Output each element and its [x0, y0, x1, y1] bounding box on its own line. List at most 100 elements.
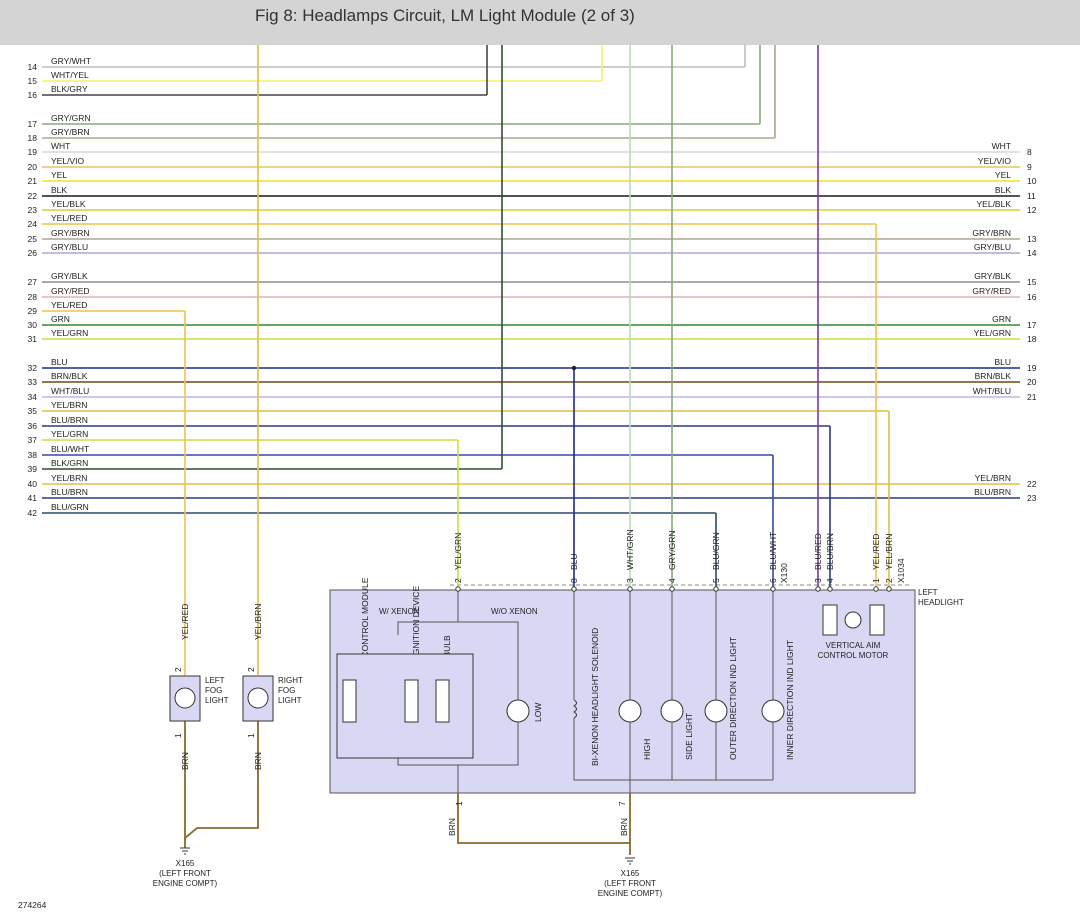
wire-num-15: 15 [28, 76, 38, 86]
wire-label-22: BLK [51, 185, 67, 195]
right-wire-num-12: 12 [1027, 205, 1037, 215]
module-title-2: HEADLIGHT [918, 598, 964, 607]
wire-num-33: 33 [28, 377, 38, 387]
right-wire-label-15: GRY/BLK [974, 271, 1011, 281]
wire-num-39: 39 [28, 464, 38, 474]
ground-desc1-1: (LEFT FRONT [604, 879, 656, 888]
wire-label-37: YEL/GRN [51, 429, 88, 439]
wire-num-34: 34 [28, 392, 38, 402]
wo-xenon-label: W/O XENON [491, 607, 538, 616]
bottom-pin7: 7 [617, 801, 627, 806]
right-wire-num-19: 19 [1027, 363, 1037, 373]
right-fog-pin-top: 2 [246, 667, 256, 672]
pin-num-6: 3 [813, 578, 823, 583]
inner-ind-label: INNER DIRECTION IND LIGHT [785, 640, 795, 760]
wire-label-27: GRY/BLK [51, 271, 88, 281]
pin-terminal [873, 586, 879, 592]
pin-num-5: 6 [768, 578, 778, 583]
right-wire-num-16: 16 [1027, 292, 1037, 302]
outer-ind-label: OUTER DIRECTION IND LIGHT [728, 637, 738, 760]
right-fog-name-3: LIGHT [278, 696, 302, 705]
control-module-rect [342, 679, 357, 723]
pin-label-2: WHT/GRN [625, 529, 635, 570]
ground-desc1-0: (LEFT FRONT [159, 869, 211, 878]
aim-motor-label-2: CONTROL MOTOR [818, 651, 889, 660]
aim-coil-right [869, 604, 885, 636]
right-fog-wire-top: YEL/BRN [253, 604, 263, 640]
pin-num-7: 4 [825, 578, 835, 583]
ground-desc2-0: ENGINE COMPT) [153, 879, 218, 888]
right-wire-num-22: 22 [1027, 479, 1037, 489]
wire-num-31: 31 [28, 334, 38, 344]
wire-num-21: 21 [28, 176, 38, 186]
right-wire-num-21: 21 [1027, 392, 1037, 402]
wire-label-30: GRN [51, 314, 70, 324]
right-wire-label-11: BLK [995, 185, 1011, 195]
right-fog-wire-bottom: BRN [253, 752, 263, 770]
left-fog-wire-top: YEL/RED [180, 604, 190, 640]
left-fog-name-1: LEFT [205, 676, 225, 685]
wire-label-18: GRY/BRN [51, 127, 90, 137]
right-wire-label-17: GRN [992, 314, 1011, 324]
wire-num-18: 18 [28, 133, 38, 143]
pin-num-4: 5 [711, 578, 721, 583]
ground-id-1: X165 [621, 869, 640, 878]
right-wire-label-8: WHT [992, 141, 1011, 151]
pin-num-9: 2 [884, 578, 894, 583]
pin-terminal [886, 586, 892, 592]
wire-group [42, 45, 1020, 855]
wire-label-15: WHT/YEL [51, 70, 89, 80]
header-bar: Fig 8: Headlamps Circuit, LM Light Modul… [0, 0, 1080, 45]
pin-terminal [815, 586, 821, 592]
pin-num-0: 2 [453, 578, 463, 583]
wire-label-17: GRY/GRN [51, 113, 91, 123]
wire-num-28: 28 [28, 292, 38, 302]
wire-label-19: WHT [51, 141, 70, 151]
wire-label-40: YEL/BRN [51, 473, 87, 483]
right-wire-label-21: WHT/BLU [973, 386, 1011, 396]
right-wire-num-18: 18 [1027, 334, 1037, 344]
right-fog-name-2: FOG [278, 686, 295, 695]
pin-terminal [669, 586, 675, 592]
wire-label-31: YEL/GRN [51, 328, 88, 338]
wire-label-36: BLU/BRN [51, 415, 88, 425]
side-light-label: SIDE LIGHT [684, 713, 694, 760]
wire-label-35: YEL/BRN [51, 400, 87, 410]
right-fog-bulb [247, 687, 269, 709]
pin-terminal [827, 586, 833, 592]
wire-label-26: GRY/BLU [51, 242, 88, 252]
wire-num-30: 30 [28, 320, 38, 330]
wire-label-25: GRY/BRN [51, 228, 90, 238]
right-wire-num-13: 13 [1027, 234, 1037, 244]
right-wire-label-22: YEL/BRN [975, 473, 1011, 483]
high-bulb [618, 699, 642, 723]
pin-label-3: GRY/GRN [667, 530, 677, 570]
wire-num-17: 17 [28, 119, 38, 129]
right-wire-num-17: 17 [1027, 320, 1037, 330]
wire-label-42: BLU/GRN [51, 502, 89, 512]
bottom-wire-1: BRN [447, 818, 457, 836]
wire-num-40: 40 [28, 479, 38, 489]
right-wire-label-13: GRY/BRN [972, 228, 1011, 238]
pin-label-5: BLU/WHT [768, 532, 778, 570]
wire-num-19: 19 [28, 147, 38, 157]
wire-label-41: BLU/BRN [51, 487, 88, 497]
pin-label-8: YEL/RED [871, 534, 881, 570]
right-wire-label-23: BLU/BRN [974, 487, 1011, 497]
pin-num-2: 3 [625, 578, 635, 583]
right-wire-label-12: YEL/BLK [977, 199, 1012, 209]
low-bulb [506, 699, 530, 723]
right-fog-name-1: RIGHT [278, 676, 303, 685]
wire-num-25: 25 [28, 234, 38, 244]
module-title-1: LEFT [918, 588, 938, 597]
wire-label-39: BLK/GRN [51, 458, 88, 468]
wire-num-29: 29 [28, 306, 38, 316]
right-wire-num-10: 10 [1027, 176, 1037, 186]
right-wire-num-14: 14 [1027, 248, 1037, 258]
wire-num-26: 26 [28, 248, 38, 258]
wire-label-24: YEL/RED [51, 213, 87, 223]
right-wire-num-20: 20 [1027, 377, 1037, 387]
right-wire-label-19: BLU [994, 357, 1011, 367]
right-wire-label-20: BRN/BLK [975, 371, 1012, 381]
wire-num-20: 20 [28, 162, 38, 172]
